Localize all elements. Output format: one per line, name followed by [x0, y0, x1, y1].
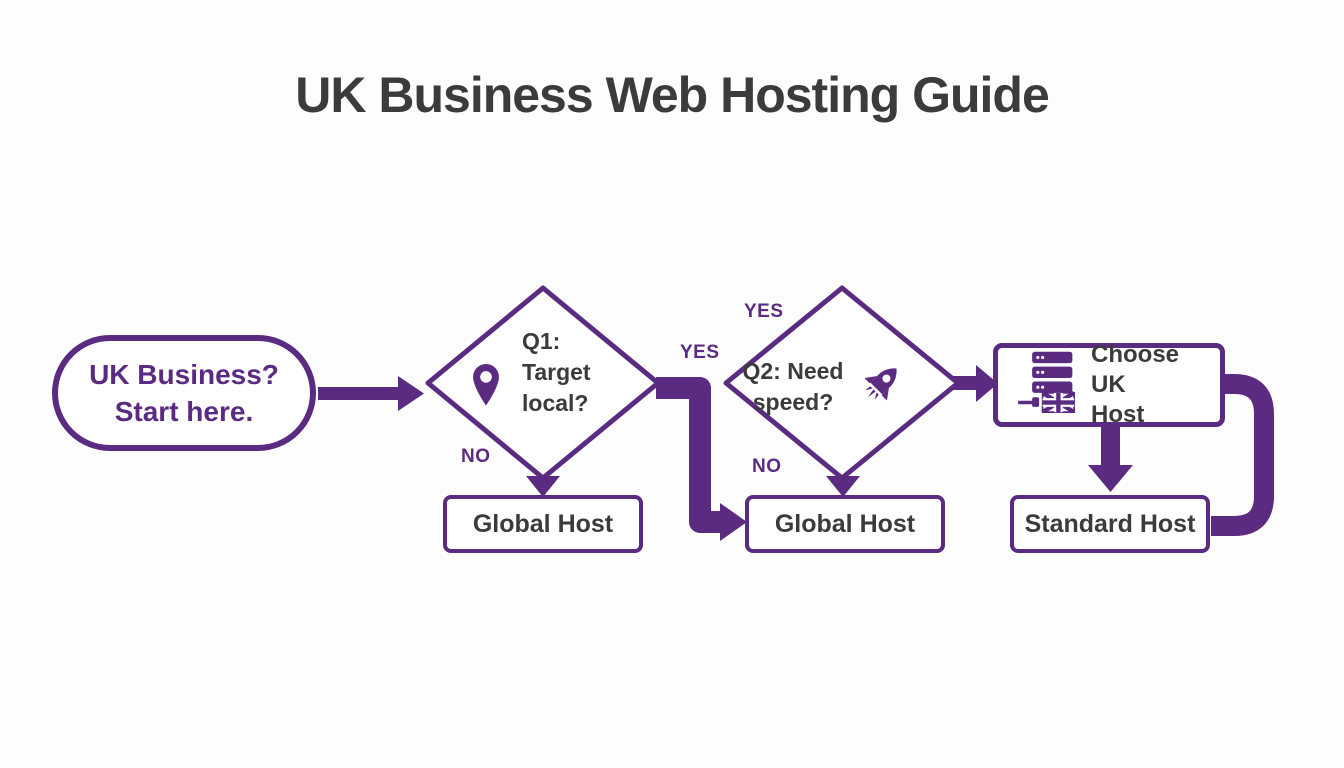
choose-uk-host-node: Choose UK Host — [993, 341, 1225, 428]
standard-host-label: Standard Host — [1024, 509, 1196, 538]
arrow-q1-yes-elbow — [656, 377, 747, 541]
uk-flag-icon — [1041, 390, 1076, 414]
q1-diamond-shape — [425, 285, 661, 481]
q1-decision-text: Q1: Target local? — [522, 326, 591, 419]
uk-server-icon — [1018, 350, 1076, 421]
q2-line2: speed? — [752, 389, 834, 415]
q2-yes-label: YES — [744, 301, 784, 322]
rocket-icon — [853, 358, 907, 412]
q2-no-label: NO — [752, 456, 782, 477]
global-host-node-2: Global Host — [745, 495, 945, 553]
q2-line1: Q2: Need — [742, 358, 844, 384]
q2-decision-text: Q2: Need speed? — [737, 356, 849, 418]
global-host-1-label: Global Host — [472, 509, 614, 538]
choose-uk-host-line1: Choose UK — [1091, 341, 1180, 398]
arrow-start-to-q1 — [318, 376, 424, 411]
global-host-2-label: Global Host — [774, 509, 916, 538]
q1-line1: Q1: — [522, 328, 561, 354]
start-node-line1: UK Business? — [89, 359, 279, 390]
q1-no-label: NO — [461, 446, 491, 467]
q1-line2: Target — [522, 359, 591, 385]
choose-uk-host-line2: Host — [1091, 401, 1145, 428]
q1-yes-label: YES — [680, 342, 720, 363]
global-host-node-1: Global Host — [443, 495, 643, 553]
connector-chooseuk-standard-elbow — [1211, 374, 1274, 536]
arrow-chooseuk-to-standard — [1088, 424, 1133, 492]
start-node-line2: Start here. — [114, 396, 254, 427]
page-title: UK Business Web Hosting Guide — [295, 67, 1050, 123]
start-node: UK Business? Start here. — [52, 335, 316, 451]
location-pin-icon — [469, 358, 503, 412]
q1-line3: local? — [522, 390, 589, 416]
plug-icon — [1018, 396, 1040, 407]
standard-host-node: Standard Host — [1010, 495, 1210, 553]
q2-diamond-shape — [723, 285, 961, 481]
